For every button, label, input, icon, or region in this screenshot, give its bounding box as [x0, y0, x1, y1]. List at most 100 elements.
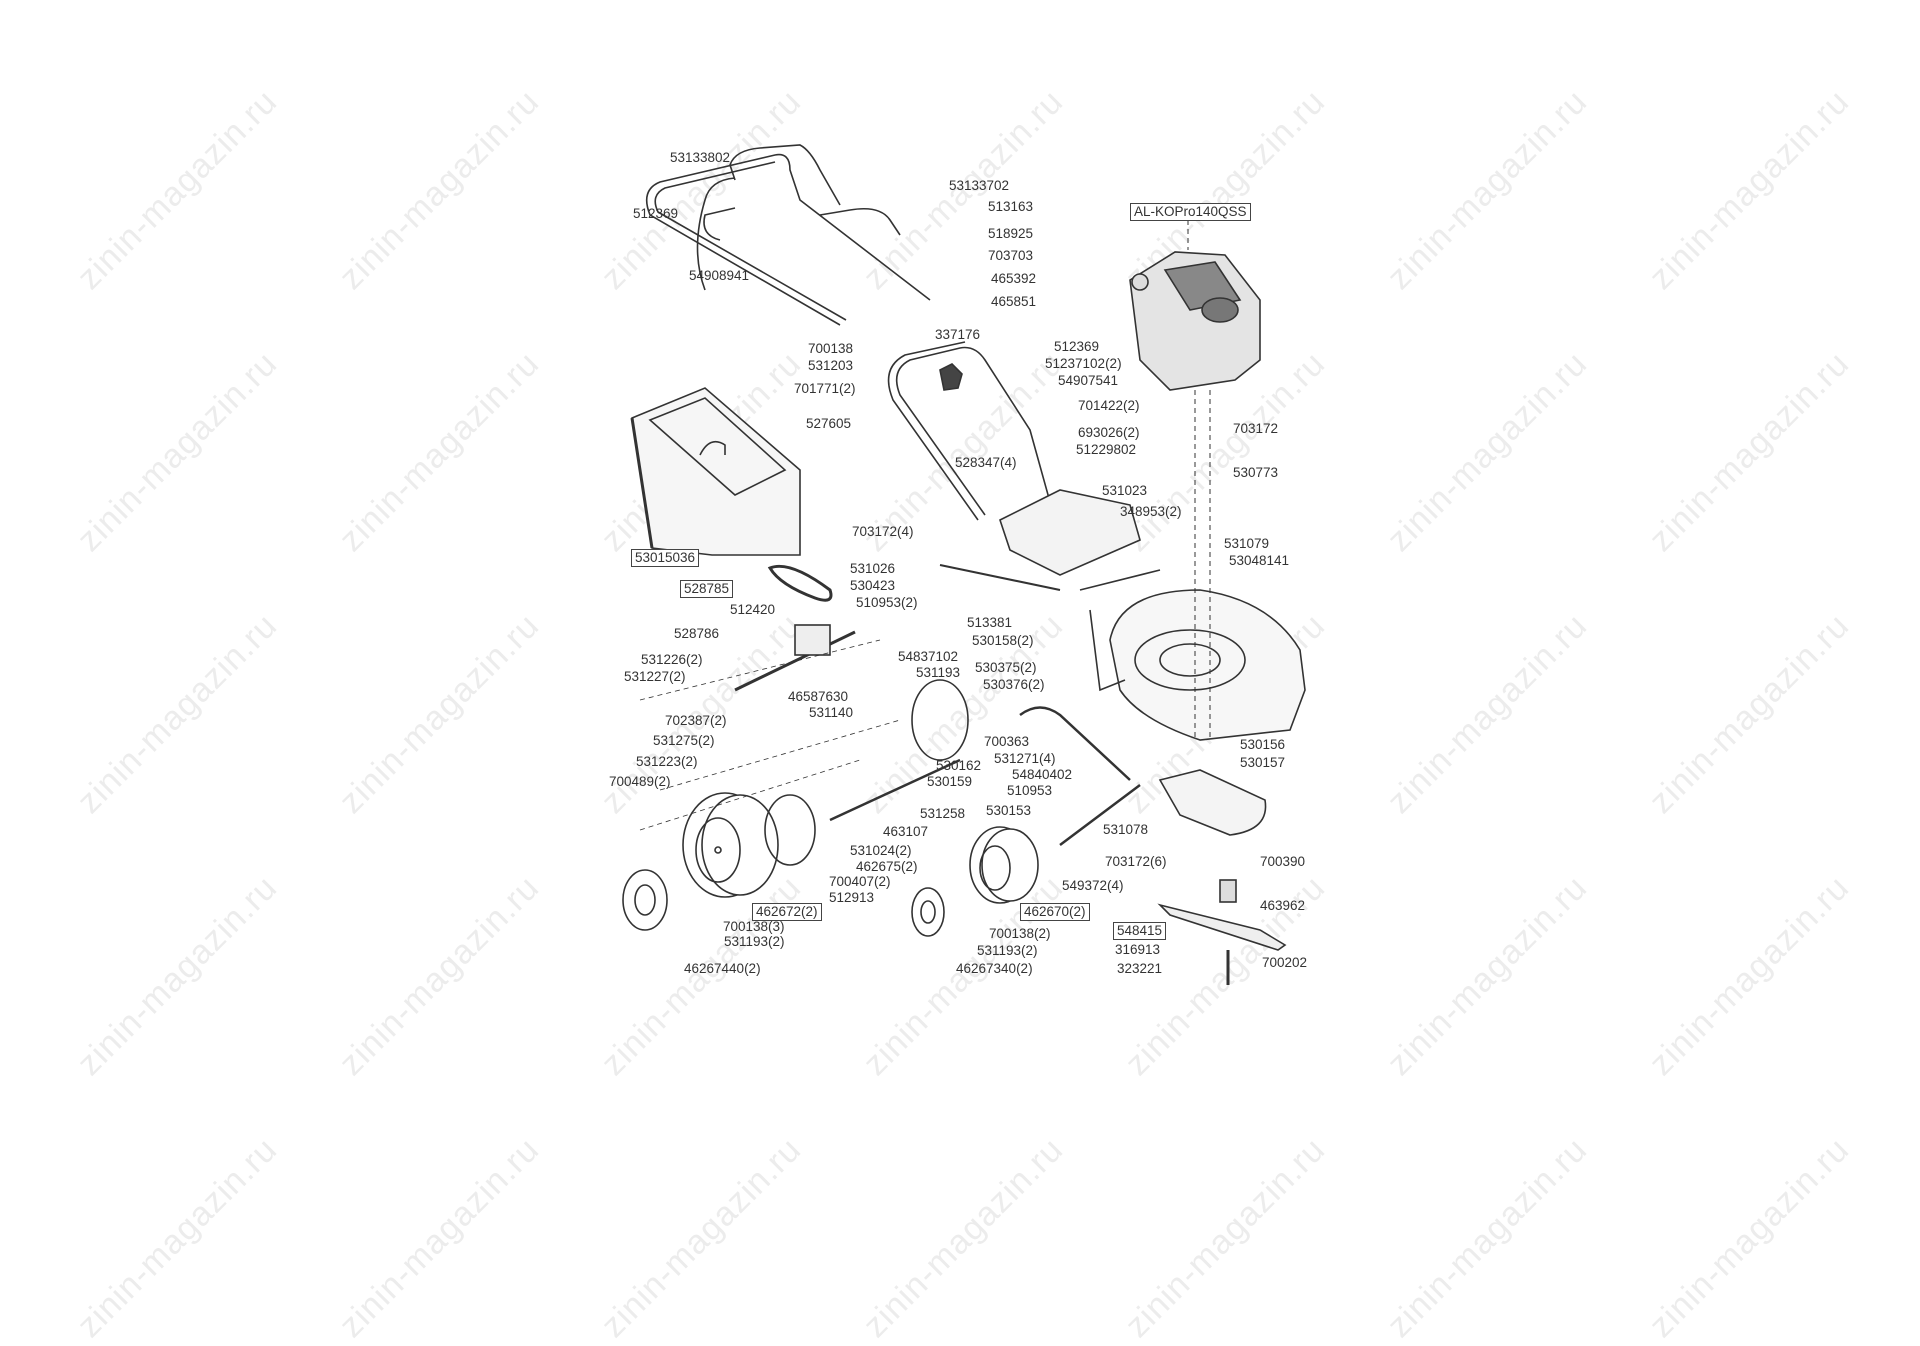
- part-label[interactable]: 512369: [1054, 339, 1100, 354]
- part-label[interactable]: 530376(2): [983, 677, 1045, 692]
- part-label[interactable]: 462672(2): [752, 903, 822, 921]
- part-label[interactable]: 531275(2): [653, 733, 715, 748]
- part-label[interactable]: 46267440(2): [684, 961, 761, 976]
- part-label[interactable]: 531193(2): [977, 943, 1038, 958]
- part-label[interactable]: 701422(2): [1078, 398, 1140, 413]
- part-label[interactable]: 512369: [633, 206, 679, 221]
- part-label[interactable]: 513381: [967, 615, 1013, 630]
- part-label[interactable]: 530159: [927, 774, 973, 789]
- belt: [767, 564, 833, 602]
- part-label[interactable]: 462675(2): [856, 859, 918, 874]
- rear-wheel: [682, 792, 779, 898]
- part-label[interactable]: 531026: [850, 561, 896, 576]
- part-label[interactable]: 337176: [935, 327, 981, 342]
- part-label[interactable]: 53133802: [670, 150, 731, 165]
- part-label[interactable]: 316913: [1115, 942, 1161, 957]
- part-label[interactable]: 531227(2): [624, 669, 686, 684]
- part-label[interactable]: 700202: [1262, 955, 1308, 970]
- blade-adapter: [1219, 879, 1237, 903]
- part-label[interactable]: 531140: [809, 705, 854, 720]
- engine-label[interactable]: AL-KOPro140QSS: [1130, 203, 1251, 221]
- part-label[interactable]: 465392: [991, 271, 1037, 286]
- part-label[interactable]: 530162: [936, 758, 982, 773]
- part-label[interactable]: 510953: [1007, 783, 1053, 798]
- part-label[interactable]: 54837102: [898, 649, 959, 664]
- part-label[interactable]: 528785: [680, 580, 734, 598]
- part-label[interactable]: 700390: [1260, 854, 1306, 869]
- part-label[interactable]: 703172(4): [852, 524, 914, 539]
- part-label[interactable]: 54907541: [1058, 373, 1119, 388]
- part-label[interactable]: 548415: [1113, 922, 1167, 940]
- part-label[interactable]: 530423: [850, 578, 896, 593]
- part-label[interactable]: 531271(4): [994, 751, 1056, 766]
- part-label[interactable]: 527605: [806, 416, 852, 431]
- rear-cover: [999, 489, 1141, 576]
- part-label[interactable]: 51237102(2): [1045, 356, 1122, 371]
- part-label[interactable]: 54840402: [1012, 767, 1073, 782]
- part-label[interactable]: 700138(2): [989, 926, 1051, 941]
- part-label[interactable]: 51229802: [1076, 442, 1137, 457]
- lower-handle: [887, 341, 1056, 521]
- part-label[interactable]: 531223(2): [636, 754, 698, 769]
- part-label[interactable]: 531024(2): [850, 843, 912, 858]
- engine: [1129, 251, 1261, 391]
- part-label[interactable]: 53015036: [631, 549, 700, 567]
- part-label[interactable]: 531203: [808, 358, 854, 373]
- part-label[interactable]: 700138(3): [723, 919, 785, 934]
- part-label[interactable]: 530375(2): [975, 660, 1037, 675]
- part-label[interactable]: 702387(2): [665, 713, 727, 728]
- part-label[interactable]: 531258: [920, 806, 966, 821]
- part-label[interactable]: 46267340(2): [956, 961, 1033, 976]
- gearbox-shaft: [734, 630, 856, 692]
- part-label[interactable]: 530153: [986, 803, 1032, 818]
- part-label[interactable]: 700363: [984, 734, 1030, 749]
- part-label[interactable]: 528786: [674, 626, 720, 641]
- part-label[interactable]: 531226(2): [641, 652, 703, 667]
- part-label[interactable]: 531193(2): [724, 934, 785, 949]
- part-label[interactable]: 531079: [1224, 536, 1270, 551]
- part-label[interactable]: 530158(2): [972, 633, 1034, 648]
- part-label[interactable]: 512420: [730, 602, 776, 617]
- mower-deck: [1079, 569, 1306, 741]
- part-label[interactable]: 549372(4): [1062, 878, 1124, 893]
- part-label[interactable]: 46587630: [788, 689, 849, 704]
- watermark-text: zinin-magazin.ru: [1118, 1130, 1333, 1345]
- part-label[interactable]: 462670(2): [1020, 903, 1090, 921]
- part-label[interactable]: 693026(2): [1078, 425, 1140, 440]
- part-label[interactable]: 323221: [1117, 961, 1163, 976]
- rear-hubcap: [622, 869, 668, 931]
- front-wheel: [969, 826, 1039, 904]
- part-label[interactable]: 528347(4): [955, 455, 1017, 470]
- part-label[interactable]: 703172: [1233, 421, 1279, 436]
- part-label[interactable]: 700407(2): [829, 874, 891, 889]
- part-label[interactable]: 703172(6): [1105, 854, 1167, 869]
- part-label[interactable]: 348953(2): [1120, 504, 1182, 519]
- part-label[interactable]: 54908941: [689, 268, 750, 283]
- part-label[interactable]: 531193: [916, 665, 961, 680]
- part-label[interactable]: 512913: [829, 890, 875, 905]
- part-label[interactable]: 530157: [1240, 755, 1286, 770]
- grass-catcher: [630, 387, 801, 556]
- part-label[interactable]: 53133702: [949, 178, 1010, 193]
- bail-bar-upper: [703, 144, 901, 241]
- part-label[interactable]: 510953(2): [856, 595, 918, 610]
- part-label[interactable]: 531023: [1102, 483, 1148, 498]
- part-label[interactable]: 513163: [988, 199, 1034, 214]
- part-label[interactable]: 53048141: [1229, 553, 1290, 568]
- part-label[interactable]: 465851: [991, 294, 1037, 309]
- part-label[interactable]: 700138: [808, 341, 854, 356]
- part-label[interactable]: 700489(2): [609, 774, 671, 789]
- exploded-parts-drawing: [622, 144, 1306, 985]
- part-label[interactable]: 531078: [1103, 822, 1149, 837]
- rear-axle: [829, 758, 961, 822]
- watermark-text: zinin-magazin.ru: [856, 1130, 1071, 1345]
- part-label[interactable]: 518925: [988, 226, 1034, 241]
- part-label[interactable]: 530156: [1240, 737, 1286, 752]
- part-label[interactable]: 701771(2): [794, 381, 856, 396]
- part-label[interactable]: 703703: [988, 248, 1034, 263]
- blade-guard: [1158, 769, 1267, 836]
- part-label[interactable]: 463962: [1260, 898, 1306, 913]
- part-label[interactable]: 463107: [883, 824, 929, 839]
- part-label[interactable]: 530773: [1233, 465, 1279, 480]
- pulley-disc: [911, 679, 969, 761]
